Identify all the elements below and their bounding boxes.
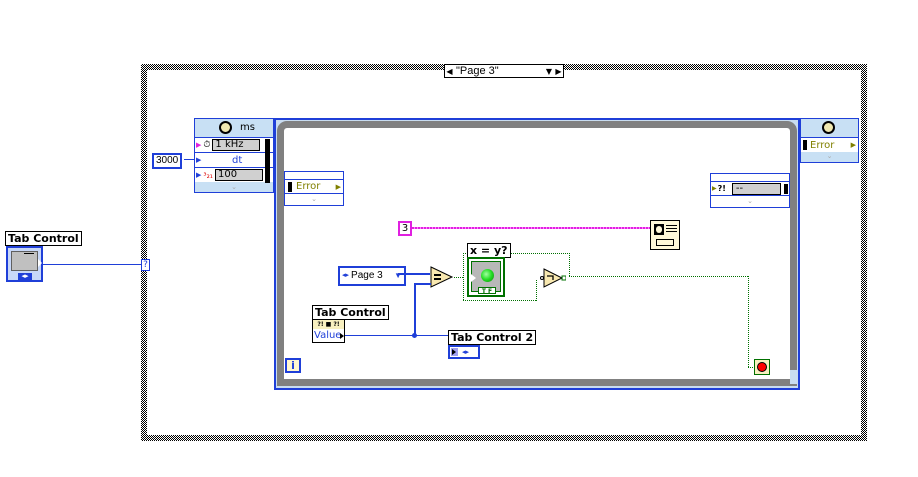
stop-icon: [757, 362, 767, 372]
units-label: ms: [240, 122, 255, 133]
dialog-icon: [654, 224, 664, 235]
right-status-node[interactable]: ▶ ?! -- ⌄: [710, 173, 790, 208]
tab-control-terminal-label: Tab Control: [5, 231, 82, 246]
compare-indicator-label: x = y?: [467, 243, 511, 258]
error-out-row[interactable]: Error ▶: [801, 137, 858, 152]
equal-function[interactable]: [430, 266, 454, 288]
bool-wire: [505, 253, 569, 254]
expand-chevron-icon[interactable]: ⌄: [311, 195, 317, 203]
error-out-label: Error: [810, 139, 835, 151]
property-node-header: ?! ■ ?!: [313, 320, 344, 329]
tab-control-2-terminal[interactable]: ◂▸: [448, 345, 480, 359]
bool-wire: [569, 253, 570, 277]
clock-icon: [822, 121, 835, 134]
timer-icon: ⏱: [203, 140, 211, 150]
case-selector-label[interactable]: "Page 3": [456, 65, 499, 77]
expand-chevron-icon[interactable]: ⌄: [747, 197, 753, 205]
tf-label: T F: [478, 287, 496, 295]
bool-wire: [454, 277, 464, 278]
ring-wire: [398, 273, 430, 275]
not-triangle-icon: [540, 268, 567, 288]
value-wire: [344, 335, 448, 336]
dt-wire: [184, 159, 194, 160]
priority-icon: ³₂₁: [203, 170, 214, 180]
bool-wire: [569, 276, 748, 277]
timed-loop-input-node[interactable]: ms ▶ ⏱ 1 kHz ▶ dt ▶ ³₂₁ 100 ⌄: [194, 118, 274, 193]
value-wire-vertical: [414, 283, 416, 336]
clock-icon: [219, 121, 232, 134]
ring-constant[interactable]: ◂▸ Page 3 ▼: [338, 266, 406, 286]
led-icon: [481, 269, 494, 282]
property-value-label[interactable]: Value: [314, 330, 342, 341]
bool-wire: [463, 300, 536, 301]
enum-arrows-icon: ◂▸: [18, 273, 32, 280]
tab-control-icon: [11, 251, 38, 271]
enum-arrows-icon: ◂▸: [462, 348, 470, 356]
clock-source-value[interactable]: 1 kHz: [212, 139, 261, 151]
not-function[interactable]: [540, 268, 567, 288]
bool-wire: [748, 276, 749, 368]
tab-control-terminal[interactable]: ◂▸: [6, 246, 43, 282]
property-node-label: Tab Control: [312, 305, 389, 320]
wire-junction: [412, 333, 417, 338]
status-icon: ?!: [717, 184, 726, 193]
expand-chevron-icon[interactable]: ⌄: [231, 183, 237, 191]
bool-wire: [748, 367, 754, 368]
dialog-function[interactable]: [650, 220, 680, 250]
tab-control-2-label: Tab Control 2: [448, 330, 537, 345]
offset-value[interactable]: 100: [215, 169, 264, 181]
offset-row[interactable]: ▶ ³₂₁ 100: [195, 167, 273, 182]
enum-wire: [412, 227, 650, 229]
left-error-node[interactable]: Error ▶ ⌄: [284, 171, 344, 206]
compare-indicator[interactable]: T F: [467, 257, 505, 297]
next-case-icon[interactable]: ▶: [555, 66, 562, 76]
error-in-label: Error: [296, 181, 321, 192]
case-selector[interactable]: ◀ "Page 3" ▼ ▶: [444, 64, 564, 78]
input-arrow-icon: [452, 349, 456, 355]
timed-loop-output-node[interactable]: Error ▶ ⌄: [800, 118, 859, 163]
node-scrollbar: [265, 139, 270, 183]
while-loop-resize-corner[interactable]: [790, 370, 797, 384]
dt-constant[interactable]: 3000: [152, 153, 183, 169]
expand-chevron-icon[interactable]: ⌄: [826, 152, 833, 160]
chevron-down-icon[interactable]: ▼: [394, 271, 402, 280]
previous-case-icon[interactable]: ◀: [446, 66, 453, 76]
iteration-terminal[interactable]: i: [285, 358, 301, 373]
source-row[interactable]: ▶ ⏱ 1 kHz: [195, 137, 273, 152]
stop-terminal[interactable]: [754, 359, 770, 375]
output-arrow-icon: [38, 259, 42, 267]
status-value[interactable]: --: [731, 182, 781, 195]
ring-constant-value: Page 3: [351, 270, 383, 281]
bool-wire: [463, 253, 464, 301]
tab-control-wire: [43, 264, 142, 265]
property-node[interactable]: ?! ■ ?! Value: [312, 319, 345, 343]
dt-label: dt: [232, 154, 243, 166]
case-selector-terminal[interactable]: ?: [141, 259, 150, 271]
dt-row[interactable]: ▶ dt: [195, 152, 273, 167]
value-wire-upper: [414, 283, 431, 285]
chevron-down-icon[interactable]: ▼: [545, 66, 553, 76]
equal-triangle-icon: [430, 266, 454, 288]
constant-3[interactable]: 3: [398, 221, 412, 236]
bool-wire: [536, 280, 537, 301]
